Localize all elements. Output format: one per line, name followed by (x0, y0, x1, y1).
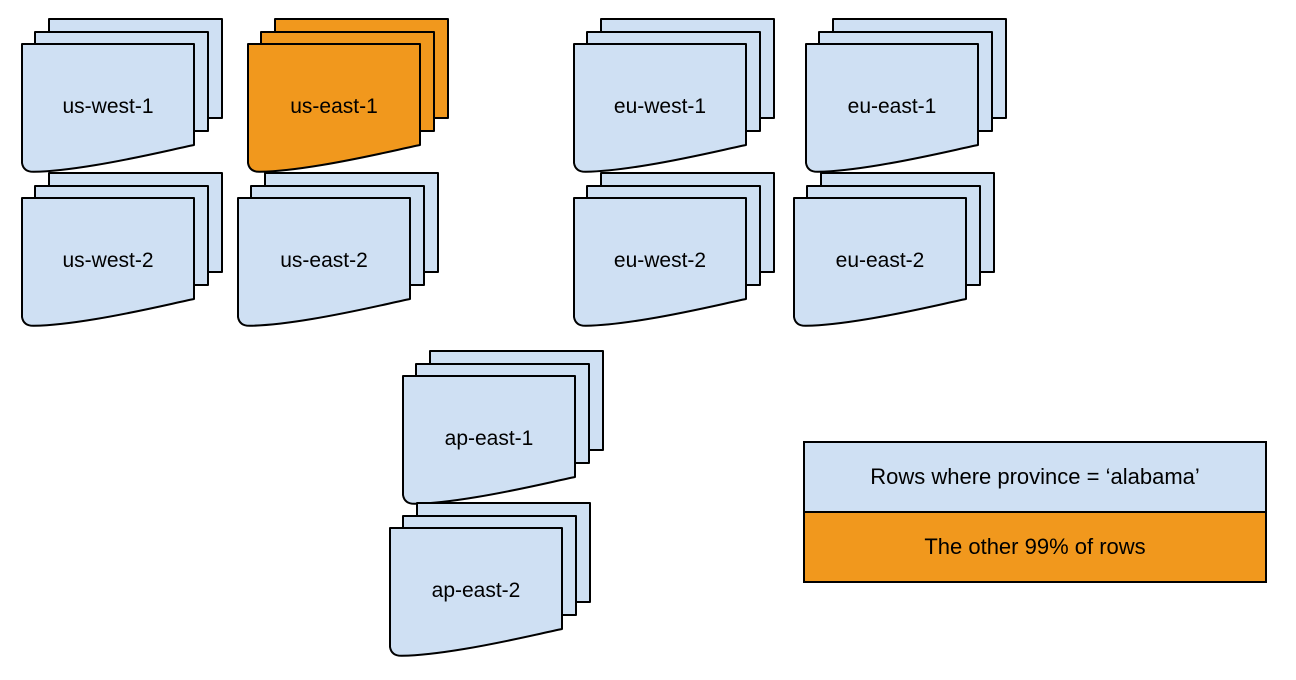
document-stack-icon (573, 18, 775, 173)
region-label: eu-west-1 (613, 95, 707, 118)
document-stack-icon (21, 18, 223, 173)
document-stack-icon (402, 350, 604, 505)
region-stack-eu-west-2: eu-west-2 (572, 171, 775, 328)
legend-item-label: The other 99% of rows (924, 534, 1146, 559)
document-stack-icon (21, 172, 223, 327)
region-stack-eu-east-2: eu-east-2 (792, 171, 995, 328)
legend-item-label: Rows where province = ‘alabama’ (870, 464, 1200, 489)
region-stack-us-west-2: us-west-2 (20, 171, 223, 328)
document-stack-icon (805, 18, 1007, 173)
document-stack-icon (573, 172, 775, 327)
region-label: ap-east-2 (431, 579, 521, 602)
region-label: eu-east-2 (835, 249, 925, 272)
region-label: us-east-2 (280, 249, 368, 272)
document-stack-icon (247, 18, 449, 173)
region-label: us-west-1 (62, 95, 154, 118)
document-stack-icon (793, 172, 995, 327)
region-stack-us-west-1: us-west-1 (20, 17, 223, 174)
region-label: ap-east-1 (444, 427, 534, 450)
region-label: us-west-2 (62, 249, 154, 272)
region-stack-ap-east-1: ap-east-1 (401, 349, 604, 506)
region-stack-eu-west-1: eu-west-1 (572, 17, 775, 174)
region-label: eu-west-2 (613, 249, 707, 272)
document-stack-icon (389, 502, 591, 657)
legend-item-alabama-rows: Rows where province = ‘alabama’ (805, 443, 1265, 513)
region-stack-us-east-2: us-east-2 (236, 171, 439, 328)
region-stack-us-east-1: us-east-1 (246, 17, 449, 174)
region-label: eu-east-1 (847, 95, 937, 118)
region-stack-eu-east-1: eu-east-1 (804, 17, 1007, 174)
legend-item-other-rows: The other 99% of rows (805, 513, 1265, 581)
region-label: us-east-1 (290, 95, 378, 118)
legend: Rows where province = ‘alabama’ The othe… (803, 441, 1267, 583)
region-stack-ap-east-2: ap-east-2 (388, 501, 591, 658)
document-stack-icon (237, 172, 439, 327)
